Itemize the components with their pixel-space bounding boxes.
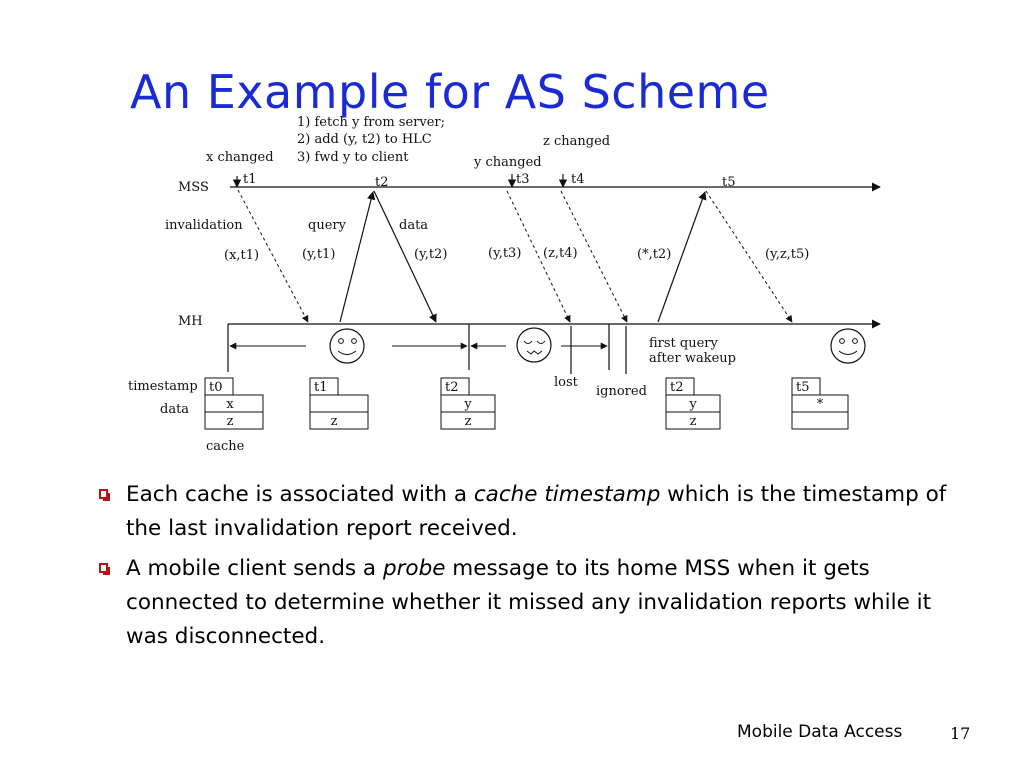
step-1-text: 1) fetch y from server; <box>297 115 445 130</box>
lost-label: lost <box>554 375 579 390</box>
cache-table: t2 y z <box>665 377 721 430</box>
step-3-text: 3) fwd y to client <box>297 150 409 165</box>
sleeping-face-icon <box>516 327 552 363</box>
bullet-item: Each cache is associated with a cache ti… <box>95 478 975 546</box>
report-y-t3-label: (y,t3) <box>488 246 521 261</box>
awake-face-icon-2 <box>830 328 866 364</box>
data-row-label: data <box>160 402 189 417</box>
cache-timestamp: t2 <box>670 380 684 395</box>
cache-table: t2 y z <box>440 377 496 430</box>
query-y-t1-label: (y,t1) <box>302 247 335 262</box>
messages: invalidation query data (x,t1) (y,t1) (y… <box>165 189 809 399</box>
cache-table: t0 x z <box>204 377 264 430</box>
cache-timestamp: t2 <box>445 380 459 395</box>
time-t5-label: t5 <box>722 175 736 190</box>
cache-row1-value: x <box>226 397 234 412</box>
after-wakeup-label: after wakeup <box>649 351 736 366</box>
slide-title: An Example for AS Scheme <box>130 65 770 119</box>
invalidation-label: invalidation <box>165 218 243 233</box>
cache-row2-value: z <box>227 414 234 429</box>
cache-row-labels: timestamp data cache <box>128 379 245 454</box>
step-2-text: 2) add (y, t2) to HLC <box>297 132 432 147</box>
query-label: query <box>308 218 347 233</box>
mss-label: MSS <box>178 180 209 195</box>
bullet-emphasis: probe <box>382 556 446 581</box>
slide-footer: Mobile Data Access <box>737 722 903 742</box>
cache-row1-value: y <box>463 397 472 412</box>
query-star-t2-label: (*,t2) <box>637 247 671 262</box>
bullet-item: A mobile client sends a probe message to… <box>95 552 975 654</box>
mh-timeline: MH <box>178 314 881 374</box>
report-z-t4-label: (z,t4) <box>543 246 578 261</box>
time-t4-label: t4 <box>571 172 585 187</box>
report-y-z-t5-label: (y,z,t5) <box>765 247 809 262</box>
time-t1-label: t1 <box>243 172 257 187</box>
cache-timestamp: t1 <box>314 380 328 395</box>
cache-row1-value: y <box>688 397 697 412</box>
z-changed-label: z changed <box>543 134 610 149</box>
bullet-text-before: A mobile client sends a <box>126 556 383 581</box>
report-x-t1-label: (x,t1) <box>224 248 259 263</box>
cache-row-label: cache <box>206 439 245 454</box>
bullet-text-before: Each cache is associated with a <box>126 482 474 507</box>
bullet-box-icon <box>99 489 110 501</box>
bullet-text-after: message to its home MSS when it gets con… <box>126 556 932 649</box>
bullet-emphasis: cache timestamp <box>473 482 661 507</box>
cache-table: t5 * <box>791 377 849 430</box>
bullet-list: Each cache is associated with a cache ti… <box>95 478 975 660</box>
x-changed-label: x changed <box>206 150 274 165</box>
timestamp-row-label: timestamp <box>128 379 198 394</box>
time-t3-label: t3 <box>516 172 530 187</box>
time-t2-label: t2 <box>375 175 389 190</box>
data-label: data <box>399 218 428 233</box>
bullet-text-after: which is the timestamp of the last inval… <box>126 482 947 541</box>
mss-events: 1) fetch y from server; 2) add (y, t2) t… <box>206 115 736 190</box>
cache-timestamp: t5 <box>796 380 810 395</box>
cache-row2-value: z <box>331 414 338 429</box>
ignored-label: ignored <box>596 384 647 399</box>
bullet-box-icon <box>99 563 110 575</box>
mh-label: MH <box>178 314 203 329</box>
as-scheme-timing-diagram: MSS 1) fetch y from server; 2) add (y, t… <box>128 115 881 454</box>
cache-timestamp: t0 <box>209 380 223 395</box>
data-y-t2-label: (y,t2) <box>414 247 447 262</box>
y-changed-label: y changed <box>473 155 542 170</box>
cache-table: t1 z <box>309 377 369 430</box>
mss-timeline: MSS <box>178 174 881 195</box>
page-number: 17 <box>950 724 971 743</box>
first-query-label: first query <box>649 336 719 351</box>
cache-row1-value: * <box>817 397 824 412</box>
awake-face-icon <box>329 328 365 364</box>
cache-row2-value: z <box>690 414 697 429</box>
cache-row2-value: z <box>465 414 472 429</box>
